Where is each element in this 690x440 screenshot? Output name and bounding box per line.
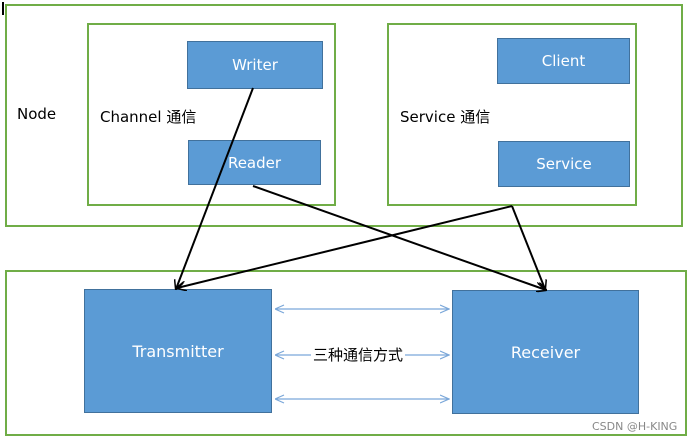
client-box: Client (497, 38, 630, 84)
csdn-watermark: CSDN @H-KING (592, 420, 678, 433)
service-box: Service (498, 141, 630, 187)
service-frame (387, 23, 637, 206)
transport-frame (5, 270, 687, 436)
channel-label: Channel 通信 (100, 108, 197, 126)
channel-frame (87, 23, 336, 206)
text-cursor (2, 2, 4, 15)
writer-box: Writer (187, 41, 323, 89)
node-label: Node (17, 105, 57, 123)
arrow-service-to-transmitter (177, 205, 513, 288)
arrow-writer-to-transmitter (176, 87, 254, 289)
reader-box: Reader (188, 140, 321, 185)
receiver-box: Receiver (452, 290, 639, 414)
arrow-reader-to-receiver (252, 185, 546, 290)
service-label: Service 通信 (400, 108, 491, 126)
arrow-service-to-receiver (511, 205, 545, 289)
node-frame (5, 4, 683, 227)
comm-methods-label: 三种通信方式 (311, 344, 406, 365)
